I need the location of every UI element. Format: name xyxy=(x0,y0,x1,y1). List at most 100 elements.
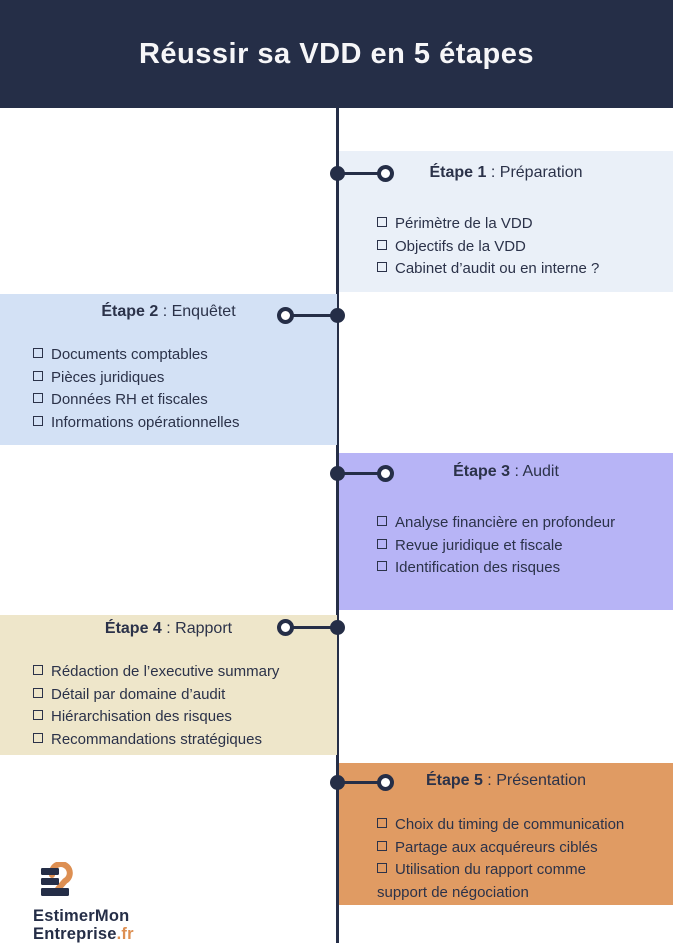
brand-line2-text: Entreprise xyxy=(33,925,117,943)
step1-title: Étape 1 : Préparation xyxy=(339,162,673,184)
list-item-label: Pièces juridiques xyxy=(51,368,165,386)
step4-title-name: Rapport xyxy=(175,620,233,637)
timeline-dot-icon xyxy=(330,307,345,323)
title-separator: : xyxy=(486,164,500,181)
step5-panel: Étape 5 : Présentation Choix du timing d… xyxy=(339,763,673,905)
list-item: Informations opérationnelles xyxy=(33,412,337,435)
step1-item-list: Périmètre de la VDD Objectifs de la VDD … xyxy=(339,213,673,281)
list-item: Documents comptables xyxy=(33,344,337,367)
list-item: Recommandations stratégiques xyxy=(33,729,337,752)
list-item-label: Hiérarchisation des risques xyxy=(51,708,232,725)
connector-line xyxy=(337,471,385,475)
brand-block: EstimerMon Entreprise.fr xyxy=(33,862,233,943)
brand-name: EstimerMon Entreprise.fr xyxy=(33,907,233,943)
square-bullet-icon xyxy=(33,732,43,743)
square-bullet-icon xyxy=(33,687,43,698)
list-item-label: Informations opérationnelles xyxy=(51,413,240,431)
list-item-label: Documents comptables xyxy=(51,346,208,363)
square-bullet-icon xyxy=(377,561,387,571)
square-bullet-icon xyxy=(33,348,43,358)
title-separator: : xyxy=(482,772,497,789)
timeline-vertical-line xyxy=(336,108,339,943)
square-bullet-icon xyxy=(33,393,43,403)
square-bullet-icon xyxy=(33,710,43,720)
square-bullet-icon xyxy=(377,516,387,526)
timeline-dot-icon xyxy=(330,465,345,481)
step2-title-bold: Étape 2 xyxy=(101,303,159,320)
step4-item-list: Rédaction de l’executive summary Détail … xyxy=(0,661,337,751)
square-bullet-icon xyxy=(377,538,387,549)
list-item-label: Utilisation du rapport comme support de … xyxy=(377,861,586,901)
title-separator: : xyxy=(510,463,523,480)
step4-title: Étape 4 : Rapport xyxy=(0,618,337,640)
list-item: Pièces juridiques xyxy=(33,367,337,390)
step5-title-bold: Étape 5 xyxy=(425,772,483,789)
step4-panel: Étape 4 : Rapport Rédaction de l’executi… xyxy=(0,615,337,755)
step1-title-bold: Étape 1 xyxy=(429,164,487,181)
timeline-dot-icon xyxy=(330,774,345,790)
step3-panel: Étape 3 : Audit Analyse financière en pr… xyxy=(339,453,673,610)
list-item-label: Objectifs de la VDD xyxy=(395,237,526,255)
list-item-label: Identification des risques xyxy=(395,559,561,576)
list-item-label: Détail par domaine d’audit xyxy=(51,685,226,703)
list-item: Partage aux acquéreurs ciblés xyxy=(377,837,639,860)
list-item: Détail par domaine d’audit xyxy=(33,684,337,707)
step5-item-list: Choix du timing de communication Partage… xyxy=(339,814,673,904)
list-item: Hiérarchisation des risques xyxy=(33,706,337,729)
page-title: Réussir sa VDD en 5 étapes xyxy=(138,37,534,70)
header-banner: Réussir sa VDD en 5 étapes xyxy=(0,0,673,108)
estimer-mon-entreprise-logo-icon xyxy=(41,862,73,896)
timeline-ring-icon xyxy=(377,464,394,482)
square-bullet-icon xyxy=(377,840,387,851)
step1-panel: Étape 1 : Préparation Périmètre de la VD… xyxy=(339,151,673,292)
list-item: Analyse financière en profondeur xyxy=(377,512,673,535)
step5-title: Étape 5 : Présentation xyxy=(339,770,673,792)
step1-title-name: Préparation xyxy=(499,164,583,181)
connector-line xyxy=(337,780,385,784)
list-item-label: Choix du timing de communication xyxy=(395,816,625,833)
square-bullet-icon xyxy=(377,863,387,873)
timeline-dot-icon xyxy=(330,165,345,181)
list-item: Objectifs de la VDD xyxy=(377,236,673,259)
list-item: Rédaction de l’executive summary xyxy=(33,661,337,684)
list-item-label: Rédaction de l’executive summary xyxy=(51,663,280,680)
list-item: Revue juridique et fiscale xyxy=(377,535,673,558)
square-bullet-icon xyxy=(377,217,387,227)
list-item-label: Recommandations stratégiques xyxy=(51,730,262,748)
step4-title-bold: Étape 4 xyxy=(104,620,162,637)
list-item: Identification des risques xyxy=(377,557,673,580)
square-bullet-icon xyxy=(377,818,387,828)
square-bullet-icon xyxy=(33,665,43,675)
timeline-ring-icon xyxy=(377,773,394,791)
list-item: Cabinet d’audit ou en interne ? xyxy=(377,258,673,281)
step3-title-bold: Étape 3 xyxy=(453,463,510,480)
list-item: Choix du timing de communication xyxy=(377,814,639,837)
step3-item-list: Analyse financière en profondeur Revue j… xyxy=(339,512,673,580)
square-bullet-icon xyxy=(33,415,43,426)
step2-title: Étape 2 : Enquêtet xyxy=(0,301,337,323)
brand-line2: Entreprise.fr xyxy=(33,925,233,943)
timeline-ring-icon xyxy=(377,164,394,182)
title-separator: : xyxy=(158,303,172,320)
list-item-label: Partage aux acquéreurs ciblés xyxy=(395,838,598,856)
timeline-ring-icon xyxy=(277,306,294,324)
step2-item-list: Documents comptables Pièces juridiques D… xyxy=(0,344,337,434)
step2-title-name: Enquêtet xyxy=(171,303,236,320)
timeline-dot-icon xyxy=(330,619,345,635)
list-item-label: Analyse financière en profondeur xyxy=(395,514,616,531)
connector-line xyxy=(285,313,337,317)
square-bullet-icon xyxy=(33,370,43,381)
brand-line1: EstimerMon xyxy=(33,907,130,925)
list-item-label: Périmètre de la VDD xyxy=(395,215,533,232)
list-item: Données RH et fiscales xyxy=(33,389,337,412)
list-item: Périmètre de la VDD xyxy=(377,213,673,236)
brand-tld: .fr xyxy=(116,925,134,943)
list-item-label: Cabinet d’audit ou en interne ? xyxy=(395,260,600,277)
connector-line xyxy=(285,625,337,629)
step5-title-name: Présentation xyxy=(496,772,587,789)
timeline-ring-icon xyxy=(277,618,294,636)
title-separator: : xyxy=(161,620,176,637)
square-bullet-icon xyxy=(377,262,387,272)
list-item-label: Revue juridique et fiscale xyxy=(395,536,563,554)
